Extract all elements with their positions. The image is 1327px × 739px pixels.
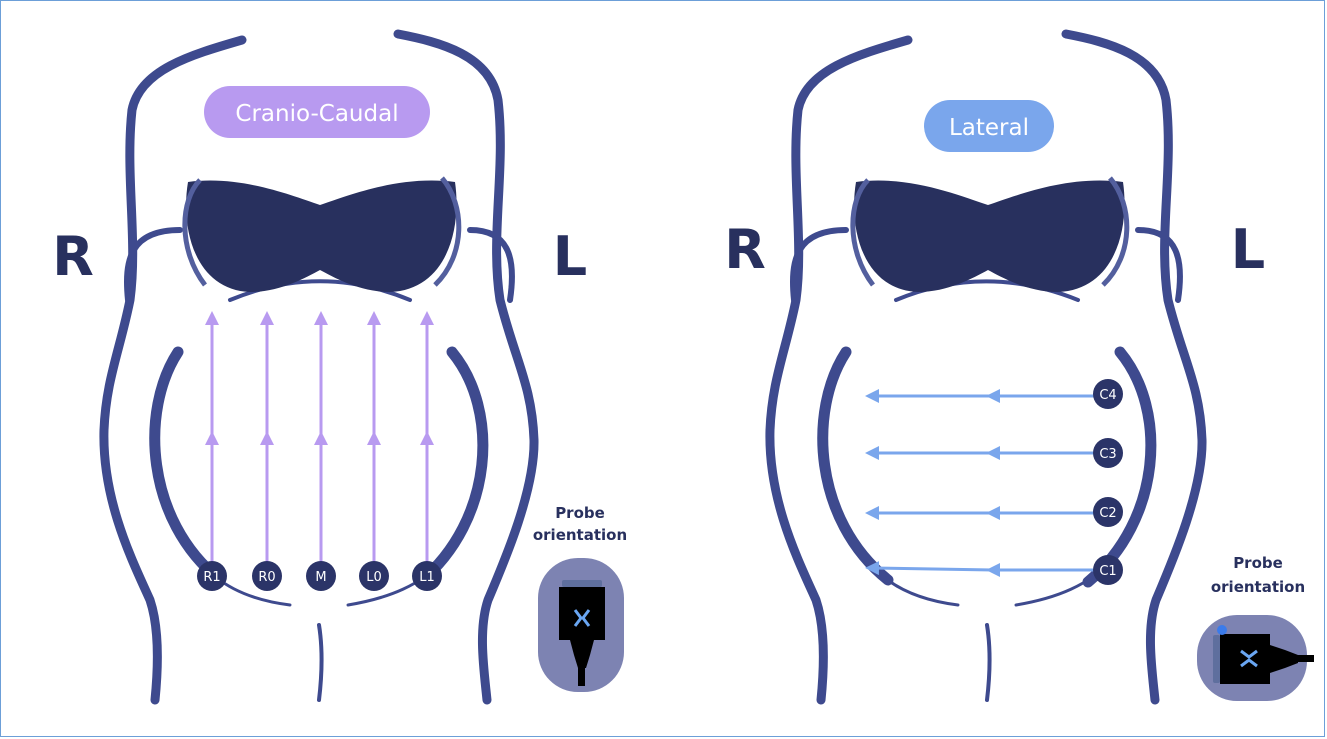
probe-label-line1: Probe [1233,554,1283,572]
probe-label-line2: orientation [533,526,627,544]
node-l0: L0 [359,561,389,591]
node-label: R1 [203,570,220,585]
left-side-label: L [1231,218,1265,281]
cranio-caudal-scan-lines [212,318,427,570]
right-side-label: R [724,218,766,281]
node-c4: C4 [1093,379,1123,409]
node-r0: R0 [252,561,282,591]
node-label: R0 [258,570,275,585]
bra-shape [185,178,459,292]
node-label: L0 [366,570,382,585]
probe-label-line2: orientation [1211,578,1305,596]
node-c1: C1 [1093,555,1123,585]
probe-orientation-legend: Probe orientation [533,504,627,692]
probe-orientation-legend: Probe orientation [1197,554,1314,701]
lateral-title: Lateral [949,115,1029,141]
node-label: C4 [1099,388,1116,403]
node-c2: C2 [1093,497,1123,527]
node-c3: C3 [1093,438,1123,468]
node-label: C3 [1099,447,1116,462]
scan-line-c1-left [872,568,993,570]
bra-shape [853,178,1127,292]
node-l1: L1 [412,561,442,591]
node-label: C2 [1099,506,1116,521]
right-side-label: R [52,225,94,288]
left-side-label: L [553,225,587,288]
lateral-panel: Lateral R L C4 C3 C2 [724,34,1314,701]
node-label: M [315,570,326,585]
node-m: M [306,561,336,591]
node-label: C1 [1099,564,1116,579]
lateral-label: Lateral [924,100,1054,152]
cranio-caudal-label: Cranio-Caudal [204,86,430,138]
cranio-caudal-title: Cranio-Caudal [235,101,398,127]
probe-marker-dot [1217,625,1227,635]
lateral-scan-lines [872,396,1100,570]
cranio-caudal-panel: Cranio-Caudal R L R1 R0 [52,34,627,700]
probe-label-line1: Probe [555,504,605,522]
node-r1: R1 [197,561,227,591]
node-label: L1 [419,570,435,585]
